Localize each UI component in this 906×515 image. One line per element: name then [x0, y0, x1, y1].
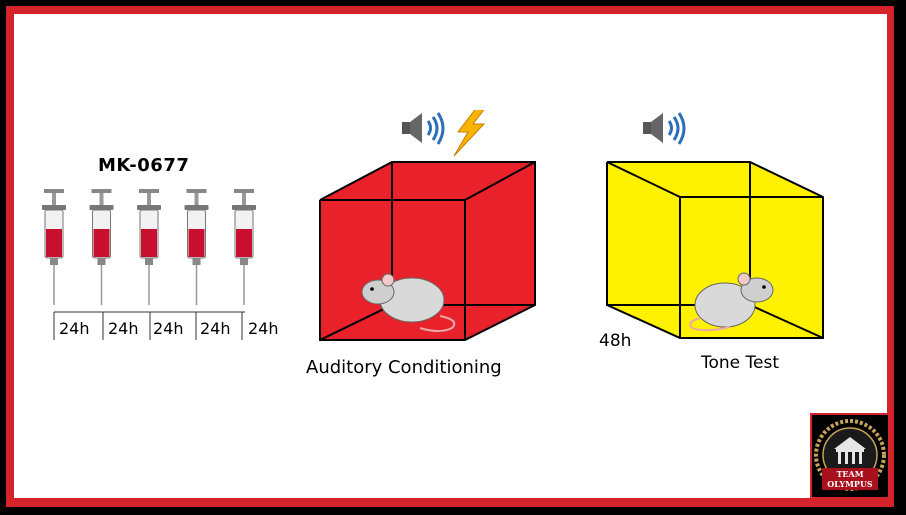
lightning-icon — [453, 110, 486, 157]
logo-emblem: TEAM OLYMPUS — [814, 419, 886, 491]
svg-text:OLYMPUS: OLYMPUS — [827, 479, 873, 489]
syringe-icon — [42, 189, 66, 305]
interval-label: 24h — [59, 319, 90, 338]
timeline — [53, 311, 245, 340]
test-chamber — [606, 112, 824, 339]
delay-label: 48h — [599, 331, 632, 351]
syringe-icon — [137, 189, 161, 305]
drug-label: MK-0677 — [98, 155, 190, 176]
syringe-icon — [184, 189, 209, 305]
test-label: Tone Test — [701, 353, 780, 373]
interval-label: 24h — [248, 319, 279, 338]
speaker-icon — [402, 112, 445, 145]
team-olympus-logo: TEAM OLYMPUS — [810, 413, 890, 499]
conditioning-chamber — [319, 110, 536, 341]
conditioning-label: Auditory Conditioning — [306, 357, 502, 378]
svg-text:TEAM: TEAM — [836, 469, 863, 479]
syringe-group — [42, 189, 256, 305]
rat-icon — [689, 272, 774, 332]
speaker-icon — [643, 112, 686, 145]
interval-label: 24h — [153, 319, 184, 338]
syringe-icon — [232, 189, 256, 305]
syringe-icon — [89, 189, 114, 305]
interval-label: 24h — [200, 319, 231, 338]
rat-icon — [361, 273, 456, 332]
interval-label: 24h — [108, 319, 139, 338]
cube-face-side — [465, 162, 535, 340]
